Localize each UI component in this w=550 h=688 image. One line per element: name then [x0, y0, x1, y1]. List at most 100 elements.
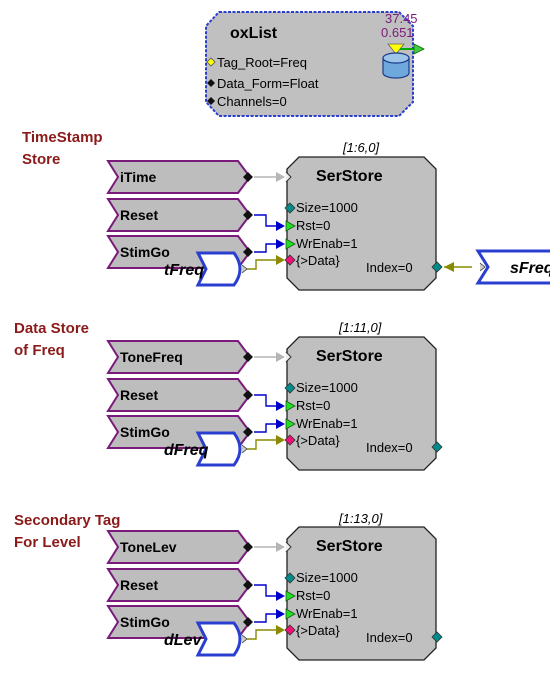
- tag-in-block[interactable]: [106, 198, 252, 232]
- wire-arrow-icon: [276, 625, 285, 635]
- tag-in-block[interactable]: [106, 160, 252, 194]
- tag-in-label: StimGo: [120, 244, 170, 260]
- serstore-title: SerStore: [316, 348, 383, 365]
- wire-arrow-icon: [276, 401, 285, 411]
- param-port-icon: [207, 79, 215, 87]
- wire-arrow-icon: [276, 591, 285, 601]
- output-port-icon: [243, 210, 253, 220]
- tag-in-block[interactable]: [106, 340, 252, 374]
- output-port-icon: [243, 542, 253, 552]
- wire-arrow-icon: [276, 352, 285, 362]
- signal-wire: [254, 214, 282, 227]
- note-line: Store: [22, 151, 61, 168]
- signal-wire: [254, 394, 282, 407]
- section-note-freq: Data Store of Freq: [14, 318, 89, 362]
- tag-out-label: tFreq: [164, 262, 204, 279]
- oxlist-corner-value: 0.651: [381, 25, 414, 40]
- serstore-param: Index=0: [366, 440, 413, 455]
- tag-in-label: ToneLev: [120, 539, 177, 555]
- serstore-param: Size=1000: [296, 570, 358, 585]
- param-port-icon: [284, 382, 296, 394]
- param-port-icon: [284, 572, 296, 584]
- oxlist-block[interactable]: oxList 37.45 0.651 Tag_Root=Freq Data_Fo…: [205, 11, 425, 117]
- tag-in-label: iTime: [120, 169, 157, 185]
- output-port-icon: [243, 247, 253, 257]
- tag-out-label: sFreq: [510, 260, 550, 277]
- output-port-icon: [431, 441, 443, 453]
- tag-out-block[interactable]: [195, 431, 242, 467]
- wire-arrow-icon: [276, 435, 285, 445]
- output-port-icon: [243, 427, 253, 437]
- serstore-param: Size=1000: [296, 200, 358, 215]
- note-line: For Level: [14, 534, 81, 551]
- serstore-param: Size=1000: [296, 380, 358, 395]
- serstore-title: SerStore: [316, 538, 383, 555]
- tag-in-block[interactable]: [106, 530, 252, 564]
- section-note-level: Secondary Tag For Level: [14, 510, 120, 554]
- wire-arrow-icon: [276, 255, 285, 265]
- signal-wire: [247, 259, 281, 270]
- param-port-icon: [285, 418, 296, 430]
- signal-wire: [254, 584, 282, 597]
- tag-in-label: Reset: [120, 207, 158, 223]
- wire-arrow-icon: [276, 221, 285, 231]
- wire-arrow-icon: [444, 262, 454, 272]
- note-line: TimeStamp: [22, 129, 103, 146]
- oxlist-param: Data_Form=Float: [217, 76, 319, 91]
- output-port-icon: [431, 631, 443, 643]
- wire-arrow-icon: [276, 542, 285, 552]
- section-note-timestamp: TimeStamp Store: [22, 127, 103, 171]
- wire-arrow-icon: [276, 609, 285, 619]
- serstore-param: Index=0: [366, 260, 413, 275]
- oxlist-title: oxList: [230, 25, 278, 42]
- block-coord-label: [1:13,0]: [339, 511, 383, 526]
- tag-in-label: StimGo: [120, 614, 170, 630]
- serstore-block[interactable]: [286, 526, 437, 661]
- serstore-param: WrEnab=1: [296, 236, 358, 251]
- signal-wire: [247, 439, 281, 450]
- param-port-icon: [285, 590, 296, 602]
- output-port-icon: [243, 390, 253, 400]
- output-port-icon: [243, 352, 253, 362]
- wire-arrow-icon: [276, 419, 285, 429]
- param-port-icon: [284, 202, 296, 214]
- input-port-icon: [285, 541, 292, 553]
- serstore-block[interactable]: [286, 336, 437, 471]
- note-line: of Freq: [14, 342, 65, 359]
- serstore-param: {>Data}: [296, 433, 340, 448]
- block-coord-label: [1:11,0]: [339, 320, 382, 335]
- serstore-section: SerStoreSize=1000Rst=0WrEnab=1{>Data}Ind…: [106, 336, 443, 471]
- serstore-param: {>Data}: [296, 253, 340, 268]
- input-port-icon: [241, 444, 248, 454]
- serstore-section: SerStoreSize=1000Rst=0WrEnab=1{>Data}Ind…: [106, 156, 550, 291]
- serstore-block[interactable]: [286, 156, 437, 291]
- tag-in-block[interactable]: [106, 568, 252, 602]
- serstore-title: SerStore: [316, 168, 383, 185]
- tag-out-label: dFreq: [164, 442, 209, 459]
- signal-wire: [254, 423, 282, 433]
- tag-out-block[interactable]: [475, 249, 550, 285]
- input-port-icon: [285, 171, 292, 183]
- input-port-icon: [479, 262, 486, 272]
- serstore-param: Rst=0: [296, 588, 330, 603]
- store-sections: SerStoreSize=1000Rst=0WrEnab=1{>Data}Ind…: [106, 156, 550, 661]
- param-port-icon: [285, 220, 296, 232]
- output-port-icon: [243, 172, 253, 182]
- tag-in-label: StimGo: [120, 424, 170, 440]
- serstore-section: SerStoreSize=1000Rst=0WrEnab=1{>Data}Ind…: [106, 526, 443, 661]
- tag-out-block[interactable]: [195, 251, 242, 287]
- input-port-icon: [241, 264, 248, 274]
- tag-in-block[interactable]: [106, 378, 252, 412]
- serstore-param: Index=0: [366, 630, 413, 645]
- serstore-param: WrEnab=1: [296, 606, 358, 621]
- database-icon: [382, 43, 425, 79]
- wire-arrow-icon: [276, 172, 285, 182]
- tag-in-label: Reset: [120, 577, 158, 593]
- input-port-icon: [241, 634, 248, 644]
- signal-wire: [254, 613, 282, 623]
- tag-out-block[interactable]: [195, 621, 242, 657]
- output-port-icon: [431, 261, 443, 273]
- param-port-icon: [285, 400, 296, 412]
- tag-in-label: ToneFreq: [120, 349, 183, 365]
